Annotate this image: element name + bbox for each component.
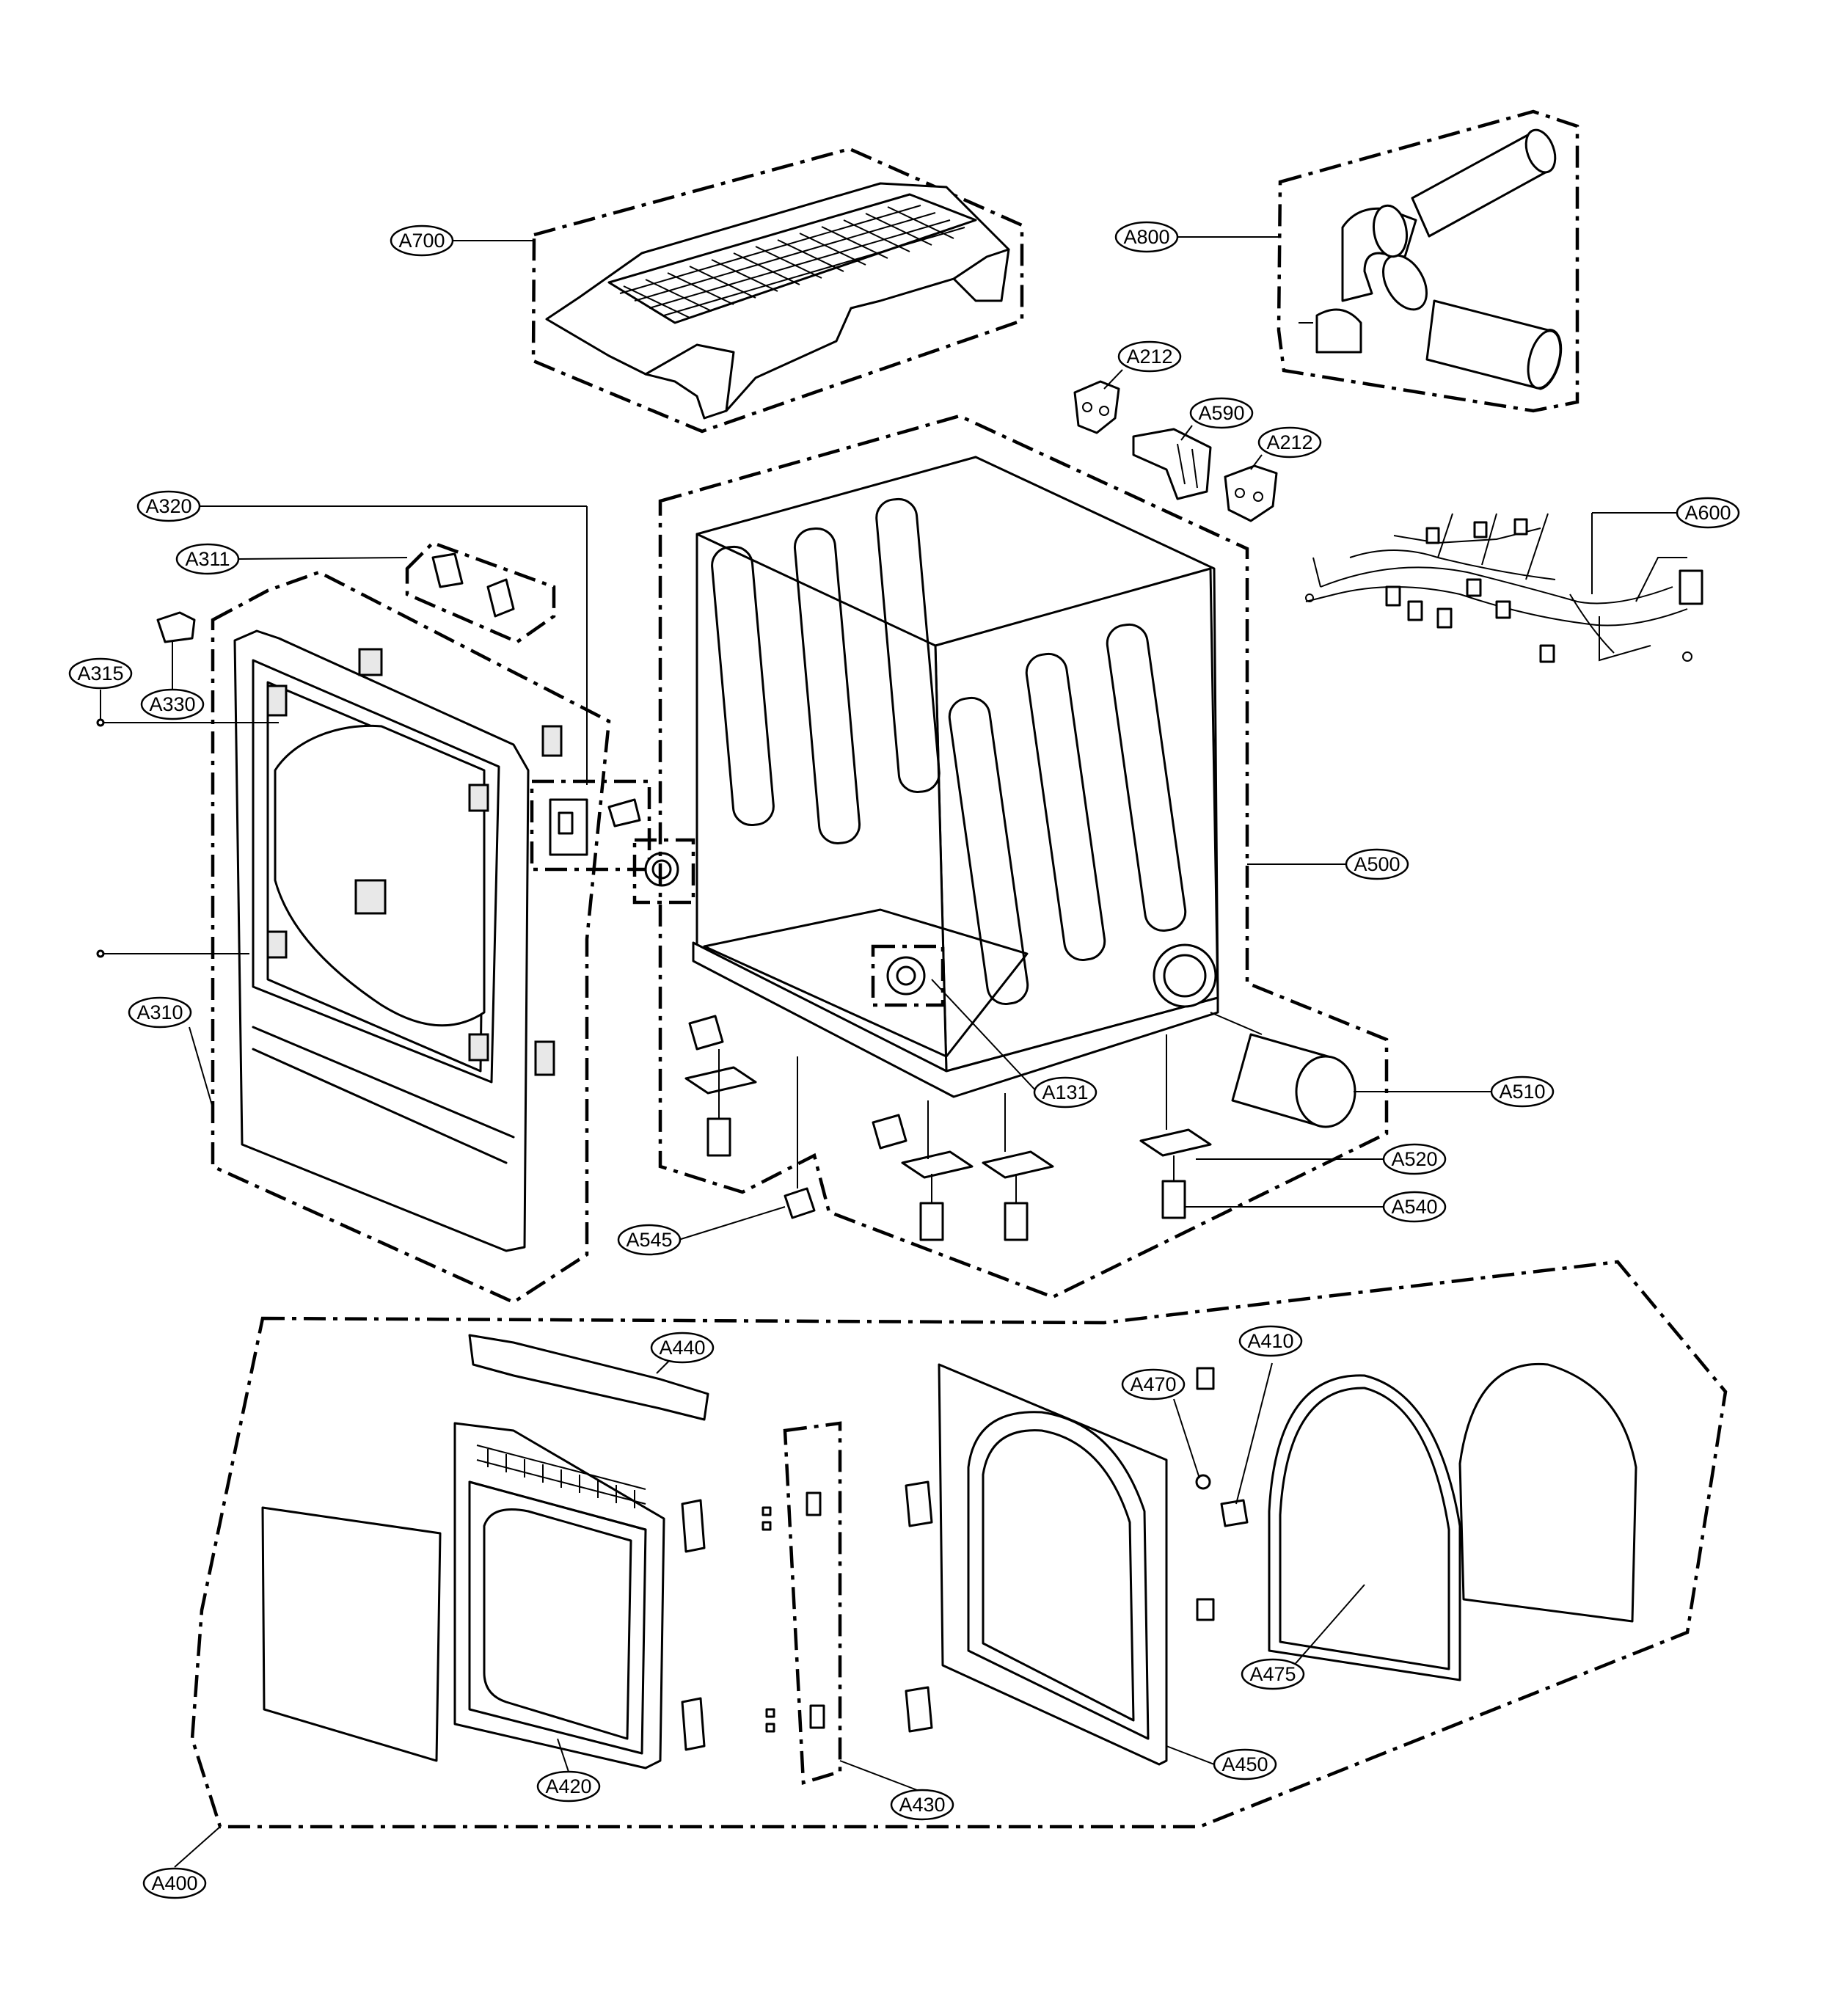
callout-a540: A540 [1382, 1191, 1447, 1223]
callout-a315-text: A315 [77, 662, 123, 684]
callout-a212-right: A212 [1257, 426, 1322, 459]
callout-a310: A310 [128, 996, 192, 1029]
hinge-bracket-a311-part [405, 541, 556, 644]
callout-a430: A430 [890, 1789, 954, 1821]
callout-a545: A545 [617, 1224, 682, 1256]
screw-a315-part [96, 718, 105, 958]
clip-a330-part [156, 611, 196, 643]
callout-a212-top-text: A212 [1126, 346, 1172, 368]
callout-a800: A800 [1114, 221, 1179, 253]
callout-a450: A450 [1213, 1748, 1277, 1781]
wire-harness-part [1305, 513, 1703, 663]
callout-a420: A420 [536, 1770, 601, 1803]
callout-a410: A410 [1238, 1325, 1303, 1357]
callout-a500: A500 [1345, 848, 1409, 880]
callout-a330-text: A330 [149, 693, 195, 715]
callout-a545-text: A545 [626, 1229, 672, 1251]
callout-a600: A600 [1676, 497, 1740, 529]
callout-a800-text: A800 [1123, 226, 1169, 248]
callout-a320: A320 [136, 490, 201, 522]
callout-a400: A400 [142, 1867, 207, 1899]
callout-a320-text: A320 [145, 495, 191, 517]
callout-a131: A131 [1033, 1076, 1098, 1109]
callout-a131-text: A131 [1042, 1081, 1088, 1103]
bracket-a212-top-part [1073, 380, 1120, 434]
callout-a590-text: A590 [1198, 402, 1244, 424]
door-assembly-part [190, 1260, 1728, 1829]
callout-a311-text: A311 [185, 548, 230, 570]
cabinet-part [658, 414, 1389, 1299]
callout-a475: A475 [1241, 1658, 1305, 1690]
callout-a700-text: A700 [398, 230, 445, 252]
callout-a410-text: A410 [1247, 1330, 1293, 1352]
callout-a600-text: A600 [1684, 502, 1731, 524]
callout-a540-text: A540 [1391, 1196, 1437, 1218]
callout-a500-text: A500 [1354, 853, 1400, 875]
callout-a590: A590 [1189, 397, 1254, 429]
callout-a450-text: A450 [1221, 1753, 1268, 1775]
callout-a440: A440 [650, 1332, 715, 1364]
bracket-a590-part [1132, 428, 1212, 500]
callout-a520-text: A520 [1391, 1148, 1437, 1170]
callout-a311: A311 [175, 543, 240, 575]
callout-a310-text: A310 [136, 1001, 183, 1023]
callout-a315: A315 [68, 657, 133, 690]
callout-a440-text: A440 [659, 1337, 705, 1359]
rear-panel-part [211, 570, 611, 1304]
callout-a420-text: A420 [545, 1775, 591, 1797]
callout-a510-text: A510 [1499, 1081, 1545, 1103]
callout-a212-top: A212 [1117, 340, 1182, 373]
callout-a520: A520 [1382, 1143, 1447, 1175]
callout-a470-text: A470 [1130, 1373, 1176, 1395]
callout-a470: A470 [1121, 1368, 1186, 1400]
switch-a320-part [530, 779, 651, 872]
callout-a212-right-text: A212 [1266, 431, 1312, 453]
callout-a510: A510 [1490, 1075, 1555, 1108]
callout-a400-text: A400 [151, 1872, 197, 1894]
duct-kit-part [1277, 109, 1579, 413]
callout-a430-text: A430 [899, 1794, 945, 1816]
pulley-part [632, 838, 695, 905]
top-panel-part [531, 147, 1024, 434]
callout-a330: A330 [140, 688, 205, 720]
callout-a700: A700 [390, 224, 454, 257]
bracket-a212-right-part [1224, 464, 1278, 522]
callout-a475-text: A475 [1249, 1663, 1296, 1685]
